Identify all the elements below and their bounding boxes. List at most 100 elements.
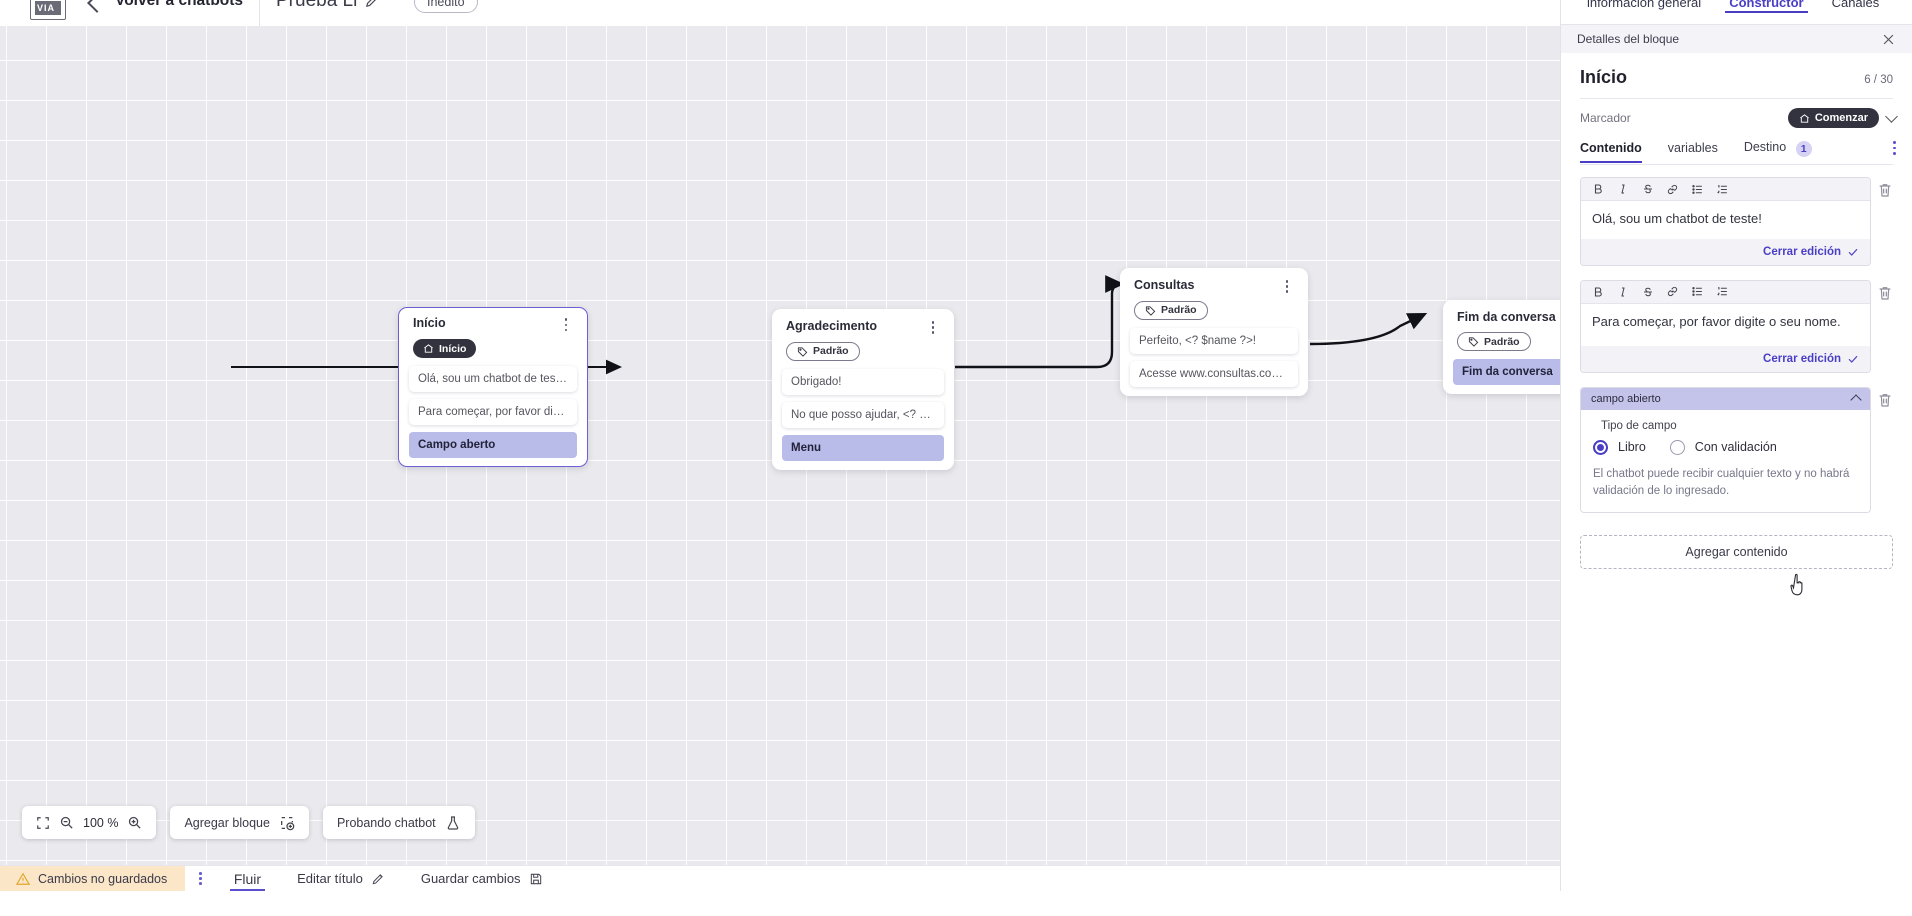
tab-constructor[interactable]: Constructor: [1715, 0, 1817, 14]
add-block-icon: [280, 816, 295, 830]
chevron-up-icon[interactable]: [1850, 394, 1862, 407]
app-logo[interactable]: VIA: [30, 0, 66, 20]
radio-con-validacion-label: Con validación: [1694, 440, 1777, 455]
add-block-button[interactable]: Agregar bloque: [170, 806, 309, 839]
add-content-label: Agregar contenido: [1685, 545, 1788, 560]
node-header: Fim da conversa: [1443, 310, 1560, 324]
strikethrough-icon[interactable]: [1635, 179, 1660, 200]
content-tabs-menu-icon[interactable]: [1893, 141, 1896, 163]
panel-body: Início 6 / 30 Marcador Comenzar Contenid…: [1561, 53, 1912, 916]
radio-libro[interactable]: [1593, 439, 1608, 455]
tag-icon: [1145, 306, 1156, 316]
italic-icon[interactable]: [1610, 281, 1635, 302]
node-row[interactable]: No que posso ajudar, <? $name ...: [782, 401, 944, 428]
node-row[interactable]: Obrigado!: [782, 368, 944, 395]
panel-tabs: información general Constructor Canales: [1561, 0, 1912, 25]
rich-text-editor[interactable]: Para começar, por favor digite o seu nom…: [1580, 279, 1871, 373]
node-row[interactable]: Campo aberto: [409, 432, 577, 459]
editor-text[interactable]: Olá, sou um chatbot de teste!: [1581, 201, 1870, 239]
chevron-down-icon[interactable]: [1885, 109, 1898, 123]
marker-selector[interactable]: Comenzar: [1787, 108, 1898, 128]
node-tag-label: Padrão: [1484, 335, 1520, 348]
flow-canvas[interactable]: Início Início Olá, sou um chatbot de tes…: [0, 26, 1560, 865]
right-panel: información general Constructor Canales …: [1560, 0, 1912, 916]
check-icon[interactable]: [1847, 353, 1859, 365]
content-editor-block: Olá, sou um chatbot de teste! Cerrar edi…: [1580, 177, 1893, 266]
flow-node-consultas[interactable]: Consultas Padrão Perfeito, <? $name ?>! …: [1120, 268, 1308, 396]
field-type-label: Tipo de campo: [1601, 419, 1677, 432]
zoom-in-icon[interactable]: [127, 815, 142, 830]
numbered-list-icon[interactable]: [1710, 281, 1735, 302]
editor-text[interactable]: Para começar, por favor digite o seu nom…: [1581, 303, 1870, 346]
save-changes-button[interactable]: Guardar cambios: [403, 866, 561, 891]
trash-icon[interactable]: [1877, 283, 1893, 303]
pencil-icon[interactable]: [364, 0, 381, 9]
node-tag-label: Padrão: [1161, 304, 1197, 317]
bulleted-list-icon[interactable]: [1685, 179, 1710, 200]
flow-node-fim-da-conversa[interactable]: Fim da conversa Padrão Fim da conversa: [1443, 300, 1560, 394]
marker-label: Marcador: [1580, 111, 1631, 125]
open-field-body: Tipo de campo Libro Con validación El ch…: [1581, 410, 1870, 512]
tab-fluir[interactable]: Fluir: [216, 866, 279, 891]
radio-con-validacion[interactable]: [1669, 439, 1685, 455]
node-menu-icon[interactable]: [559, 316, 573, 332]
radio-libro-label: Libro: [1618, 440, 1646, 455]
bulleted-list-icon[interactable]: [1685, 281, 1710, 302]
add-block-label: Agregar bloque: [184, 815, 270, 830]
edit-title-button[interactable]: Editar título: [279, 866, 403, 891]
tab-variables[interactable]: variables: [1668, 141, 1718, 163]
add-content-button[interactable]: Agregar contenido: [1580, 535, 1893, 570]
node-row[interactable]: Fim da conversa: [1453, 359, 1560, 385]
node-row[interactable]: Para começar, por favor digite o ...: [409, 399, 577, 426]
back-to-chatbots-link[interactable]: Volver a chatbots: [115, 0, 244, 9]
check-icon[interactable]: [1847, 246, 1859, 258]
tab-contenido-label: Contenido: [1580, 141, 1642, 155]
tab-destino[interactable]: Destino 1: [1744, 140, 1812, 164]
link-icon[interactable]: [1660, 179, 1685, 200]
editor-footer[interactable]: Cerrar edición: [1581, 238, 1870, 265]
mouse-cursor: [1790, 573, 1803, 596]
node-menu-icon[interactable]: [926, 319, 940, 334]
rich-text-editor[interactable]: Olá, sou um chatbot de teste! Cerrar edi…: [1580, 177, 1871, 266]
tab-canales[interactable]: Canales: [1831, 0, 1880, 10]
flow-node-inicio[interactable]: Início Início Olá, sou um chatbot de tes…: [398, 307, 588, 467]
zoom-out-icon[interactable]: [59, 815, 74, 830]
tab-fluir-label: Fluir: [233, 870, 262, 887]
node-row[interactable]: Perfeito, <? $name ?>!: [1130, 327, 1298, 354]
numbered-list-icon[interactable]: [1710, 179, 1735, 200]
open-field-header[interactable]: campo abierto: [1581, 387, 1870, 410]
node-row[interactable]: Menu: [782, 434, 944, 461]
tab-informacion-general[interactable]: información general: [1587, 0, 1702, 10]
italic-icon[interactable]: [1610, 179, 1635, 200]
tab-contenido[interactable]: Contenido: [1580, 141, 1642, 163]
save-icon: [530, 873, 541, 884]
tab-destino-label: Destino: [1743, 140, 1787, 154]
warning-icon: [16, 872, 30, 885]
close-edit-label: Cerrar edición: [1763, 352, 1841, 365]
strikethrough-icon[interactable]: [1635, 281, 1660, 302]
test-chatbot-button[interactable]: Probando chatbot: [322, 806, 475, 839]
editor-footer[interactable]: Cerrar edición: [1581, 345, 1870, 372]
close-icon[interactable]: [1881, 32, 1896, 47]
trash-icon[interactable]: [1877, 390, 1893, 410]
bold-icon[interactable]: [1585, 281, 1610, 302]
node-row[interactable]: Acesse www.consultas.com par...: [1130, 360, 1298, 387]
bold-icon[interactable]: [1585, 179, 1610, 200]
bottom-bar-menu-icon[interactable]: [185, 872, 216, 885]
flow-node-agradecimento[interactable]: Agradecimento Padrão Obrigado! No que po…: [772, 309, 954, 470]
block-counter: 6 / 30: [1864, 74, 1893, 86]
bot-title: Prueba Li: [276, 0, 358, 11]
node-row[interactable]: Olá, sou um chatbot de teste!: [409, 366, 577, 393]
edit-title-label: Editar título: [297, 871, 363, 886]
marker-chip-label: Comenzar: [1814, 112, 1868, 124]
fit-screen-icon[interactable]: [36, 816, 50, 830]
pencil-icon: [372, 873, 383, 884]
node-menu-icon[interactable]: [1280, 278, 1294, 293]
link-icon[interactable]: [1660, 281, 1685, 302]
marker-chip[interactable]: Comenzar: [1787, 108, 1879, 128]
back-chevron-icon[interactable]: [87, 0, 107, 13]
node-tag-label: Início: [439, 342, 467, 355]
trash-icon[interactable]: [1877, 180, 1893, 200]
tag-icon: [1468, 337, 1479, 347]
status-badge: Inédito: [414, 0, 478, 13]
